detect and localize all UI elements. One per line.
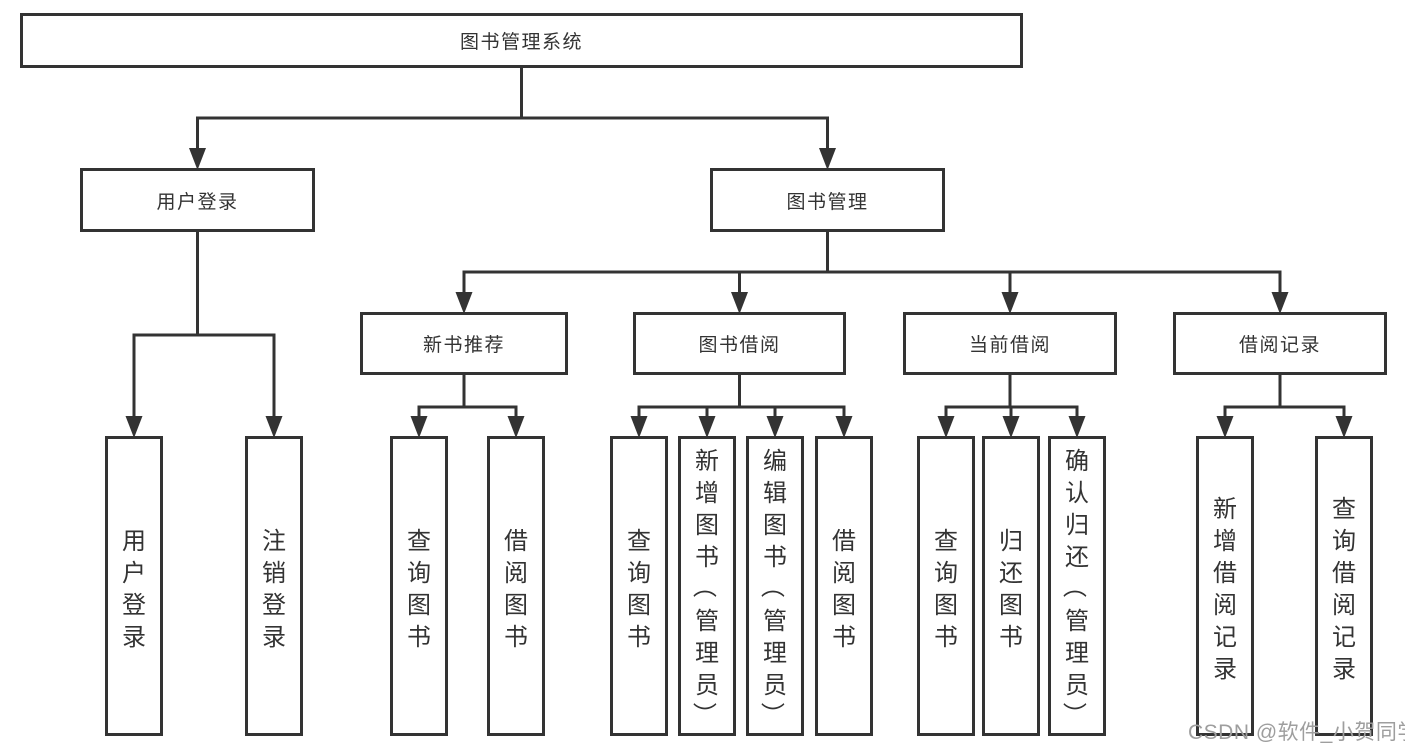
node-query-books-recommend: 查询图书 <box>390 436 448 736</box>
node-label: 用户登录 <box>156 191 239 213</box>
node-label: 当前借阅 <box>968 335 1051 356</box>
node-label: 借阅图书 <box>504 527 528 651</box>
node-label: 借阅图书 <box>832 527 856 651</box>
node-query-borrow-record: 查询借阅记录 <box>1315 436 1373 736</box>
node-query-books-borrow: 查询图书 <box>610 436 668 736</box>
node-borrow-records: 借阅记录 <box>1173 312 1387 375</box>
node-return-books: 归还图书 <box>982 436 1040 736</box>
node-label: 借阅记录 <box>1238 335 1321 356</box>
node-label: 新书推荐 <box>422 335 505 356</box>
node-label: 查询图书 <box>627 527 651 651</box>
node-add-borrow-record: 新增借阅记录 <box>1196 436 1254 736</box>
node-label: 新增借阅记录 <box>1213 495 1237 683</box>
node-label: 查询借阅记录 <box>1332 495 1356 683</box>
node-label: 用户登录 <box>122 527 146 651</box>
node-book-management: 图书管理 <box>710 168 945 232</box>
node-current-borrow: 当前借阅 <box>903 312 1117 375</box>
node-confirm-return-admin: 确认归还（管理员） <box>1048 436 1106 736</box>
node-logout: 注销登录 <box>245 436 303 736</box>
node-label: 图书管理 <box>786 191 869 213</box>
node-label: 注销登录 <box>262 527 286 651</box>
node-label: 编辑图书（管理员） <box>758 447 788 727</box>
node-edit-book-admin: 编辑图书（管理员） <box>746 436 804 736</box>
node-label: 图书管理系统 <box>459 32 583 53</box>
node-label: 查询图书 <box>934 527 958 651</box>
node-library-system: 图书管理系统 <box>20 13 1023 68</box>
node-label: 确认归还（管理员） <box>1060 447 1090 727</box>
node-borrow-books-recommend: 借阅图书 <box>487 436 545 736</box>
node-new-book-recommend: 新书推荐 <box>360 312 568 375</box>
node-user-login: 用户登录 <box>80 168 315 232</box>
node-label: 查询图书 <box>407 527 431 651</box>
node-borrow-books-leaf: 借阅图书 <box>815 436 873 736</box>
node-add-book-admin: 新增图书（管理员） <box>678 436 736 736</box>
node-label: 新增图书（管理员） <box>690 447 720 727</box>
node-user-login-leaf: 用户登录 <box>105 436 163 736</box>
node-book-borrow: 图书借阅 <box>633 312 846 375</box>
watermark: CSDN @软件_小贺同学 <box>1188 721 1405 744</box>
node-label: 归还图书 <box>999 527 1023 651</box>
node-label: 图书借阅 <box>698 335 781 356</box>
node-query-books-current: 查询图书 <box>917 436 975 736</box>
